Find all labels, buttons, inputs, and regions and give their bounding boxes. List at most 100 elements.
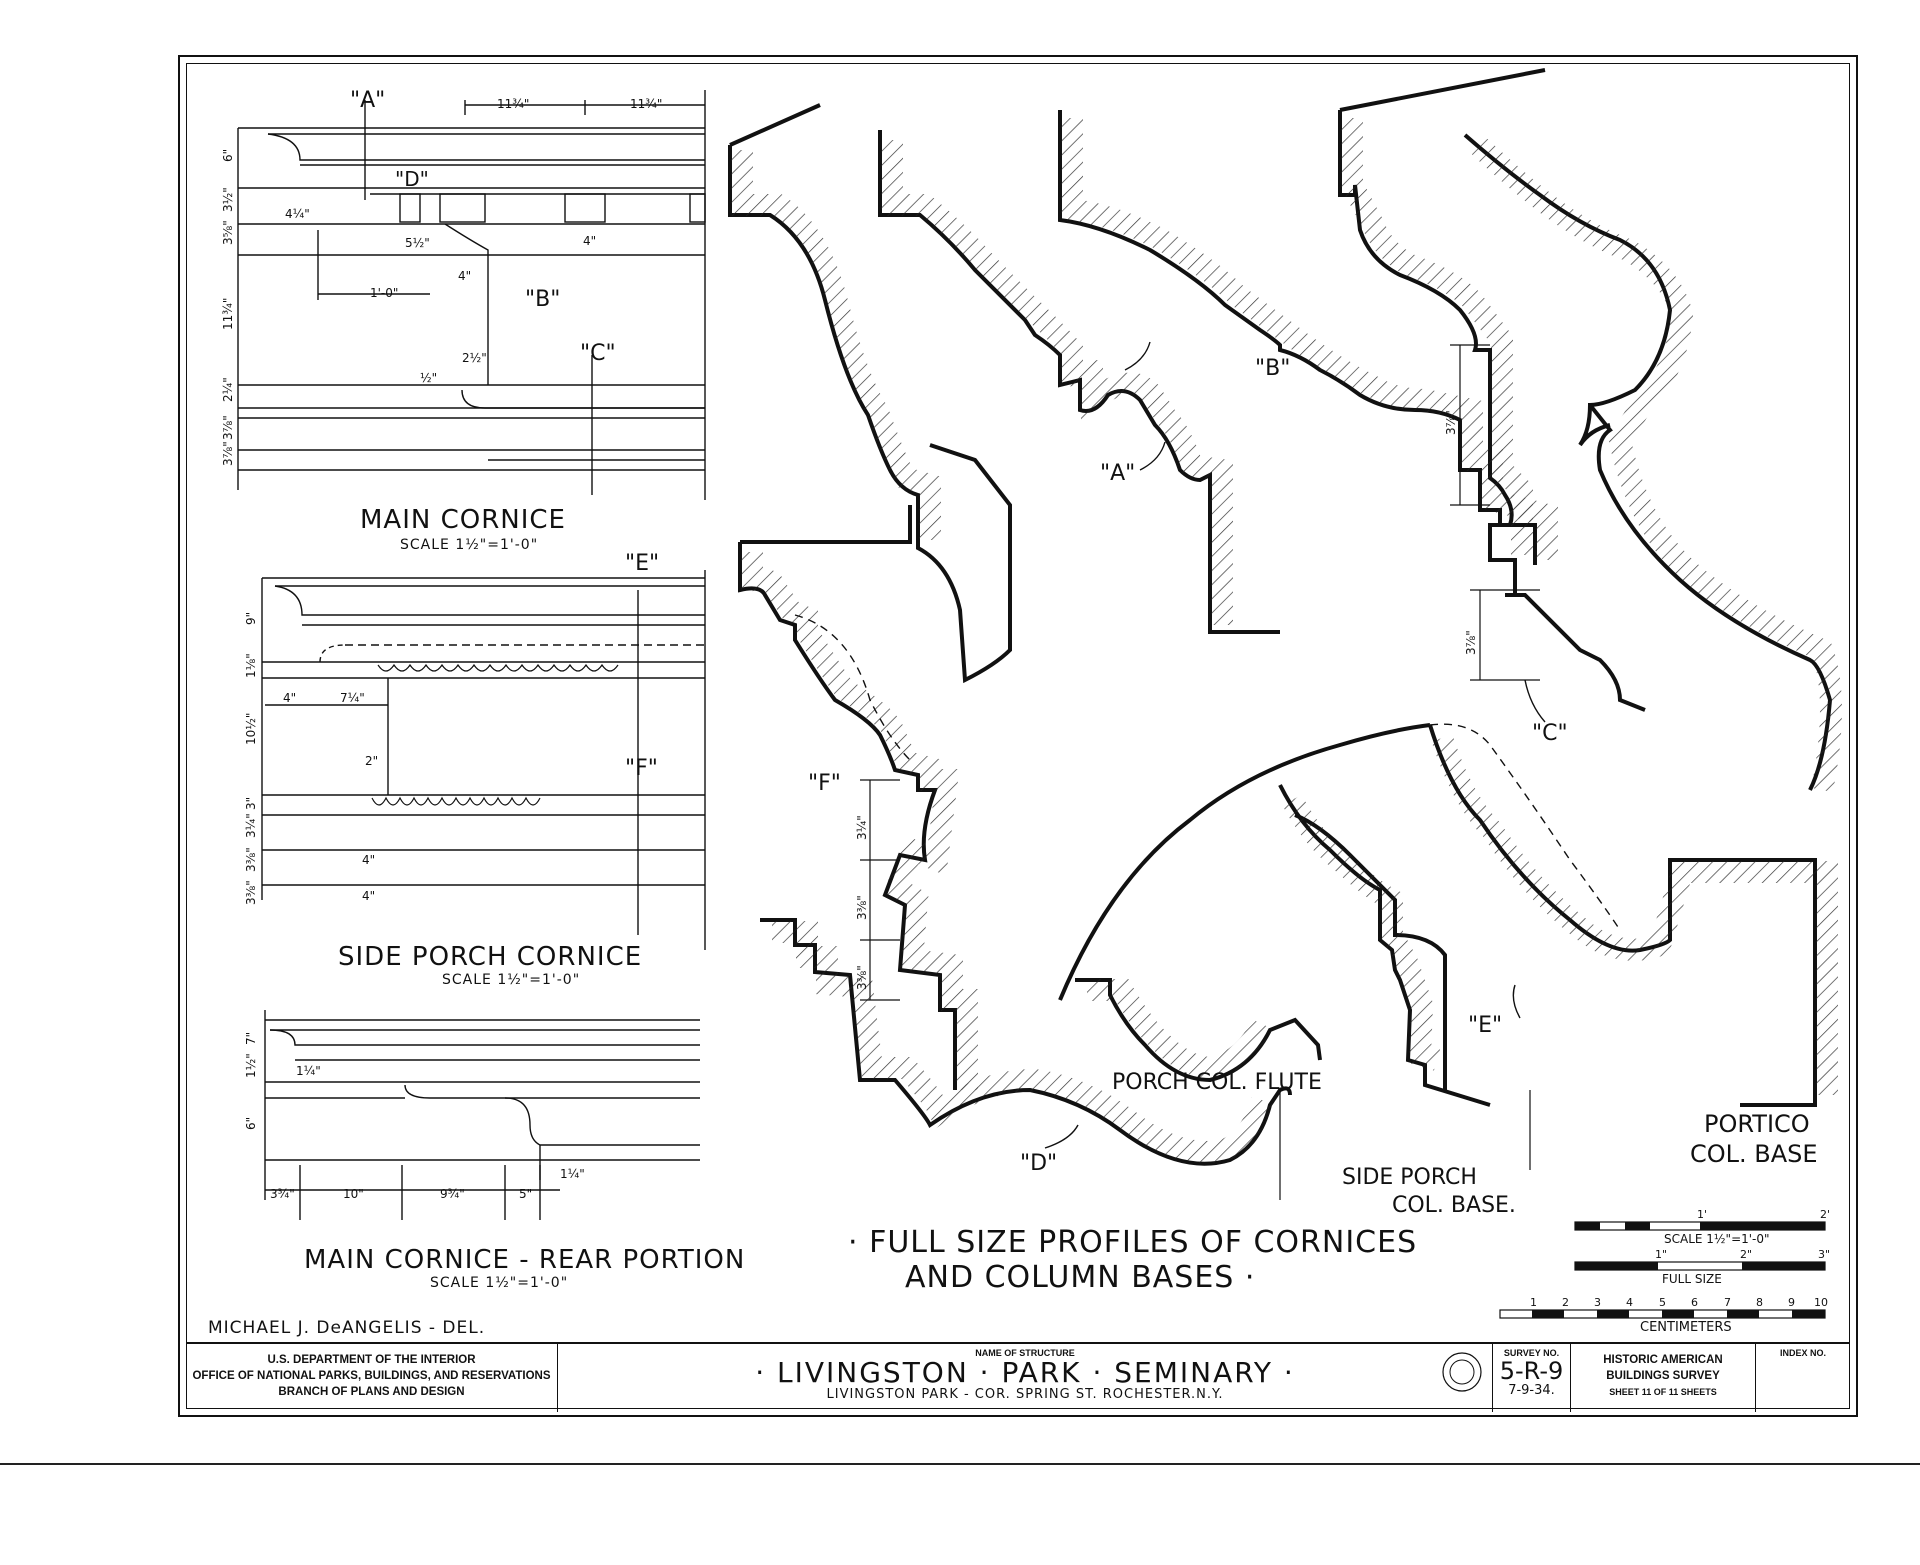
side-porch-col-base-label-1: SIDE PORCH (1342, 1165, 1477, 1190)
svg-text:11¾": 11¾" (630, 97, 662, 111)
profile-hatching (731, 118, 1842, 1163)
index-number-caption: INDEX NO. (1779, 1348, 1826, 1358)
svg-text:2½": 2½" (462, 351, 487, 365)
page-baseline (0, 1463, 1920, 1465)
svg-text:"F": "F" (808, 771, 841, 796)
main-cornice-title: MAIN CORNICE (360, 505, 566, 535)
svg-text:4": 4" (362, 889, 375, 903)
svg-text:"D": "D" (1020, 1151, 1057, 1176)
svg-text:2": 2" (1740, 1248, 1752, 1261)
svg-text:11¾": 11¾" (497, 97, 529, 111)
svg-text:8: 8 (1756, 1296, 1763, 1309)
svg-text:5": 5" (519, 1187, 532, 1201)
structure-name: · LIVINGSTON · PARK · SEMINARY · (755, 1356, 1295, 1389)
svg-text:2': 2' (1820, 1208, 1830, 1221)
svg-text:3⅞": 3⅞" (221, 441, 235, 466)
svg-text:10: 10 (1814, 1296, 1828, 1309)
svg-text:1½": 1½" (244, 1053, 258, 1078)
svg-text:3⅜": 3⅜" (855, 895, 869, 920)
svg-text:4": 4" (583, 234, 596, 248)
survey-number-cell: SURVEY NO. 5-R-9 7-9-34. (1493, 1344, 1571, 1412)
survey-number-caption: SURVEY NO. (1503, 1348, 1560, 1358)
side-porch-cornice-elevation (261, 570, 706, 950)
svg-text:1⅛": 1⅛" (244, 653, 258, 678)
svg-text:3": 3" (244, 797, 258, 810)
sheet-main-title-line2: AND COLUMN BASES · (905, 1260, 1256, 1295)
svg-text:1¼": 1¼" (560, 1167, 585, 1181)
svg-text:1: 1 (1530, 1296, 1537, 1309)
scale-bar-3 (1499, 1309, 1826, 1319)
agency-cell: U.S. DEPARTMENT OF THE INTERIOR OFFICE O… (186, 1344, 558, 1412)
habs-cell: HISTORIC AMERICAN BUILDINGS SURVEY SHEET… (1571, 1344, 1756, 1412)
porch-col-flute-label: PORCH COL. FLUTE (1112, 1070, 1322, 1095)
agency-line-1: U.S. DEPARTMENT OF THE INTERIOR (267, 1354, 476, 1366)
drawing-inner-border (186, 63, 1850, 1409)
svg-text:3⅝": 3⅝" (221, 220, 235, 245)
svg-text:4: 4 (1626, 1296, 1633, 1309)
profile-dashed-lines (794, 614, 1621, 931)
svg-text:3: 3 (1594, 1296, 1601, 1309)
side-porch-cornice-scale: SCALE 1½"=1'-0" (442, 972, 581, 988)
profile-e-outline (1428, 724, 1817, 1107)
habs-seal-icon (1442, 1352, 1482, 1392)
svg-text:"D": "D" (395, 167, 429, 191)
scale-bar-2 (1574, 1261, 1826, 1271)
svg-text:3⅜": 3⅜" (855, 965, 869, 990)
name-of-structure-caption: NAME OF STRUCTURE (975, 1348, 1075, 1358)
svg-text:5½": 5½" (405, 236, 430, 250)
scale-bar-1-label: SCALE 1½"=1'-0" (1664, 1232, 1770, 1246)
svg-text:3⅜": 3⅜" (244, 847, 258, 872)
svg-text:9: 9 (1788, 1296, 1795, 1309)
structure-name-cell: NAME OF STRUCTURE · LIVINGSTON · PARK · … (558, 1344, 1493, 1412)
svg-text:"F": "F" (625, 756, 658, 781)
svg-text:"B": "B" (1255, 356, 1290, 381)
structure-location: LIVINGSTON PARK - COR. SPRING ST. ROCHES… (826, 1387, 1224, 1402)
side-porch-cornice-title: SIDE PORCH CORNICE (338, 942, 643, 972)
main-cornice-elevation (237, 90, 706, 500)
svg-text:"E": "E" (1468, 1013, 1502, 1038)
habs-line-2: BUILDINGS SURVEY (1606, 1370, 1720, 1382)
delineator-credit: MICHAEL J. DeANGELIS - DEL. (208, 1318, 486, 1338)
agency-line-2: OFFICE OF NATIONAL PARKS, BUILDINGS, AND… (192, 1370, 551, 1382)
svg-text:3⅜": 3⅜" (244, 880, 258, 905)
leader-arrows (1044, 341, 1546, 1149)
vertical-dimensions: 6" 3½" 3⅝" 11¾" 2¼" 3⅞" 3⅞" 9" 1⅛" 10½" … (221, 149, 258, 1130)
scale-bar-1 (1574, 1221, 1826, 1231)
portico-col-base-label-2: COL. BASE (1690, 1140, 1818, 1168)
svg-text:3": 3" (1818, 1248, 1830, 1261)
index-number-cell: INDEX NO. (1756, 1344, 1850, 1412)
main-cornice-rear-scale: SCALE 1½"=1'-0" (430, 1275, 569, 1291)
svg-text:7¼": 7¼" (340, 691, 365, 705)
svg-text:9": 9" (244, 612, 258, 625)
svg-text:5: 5 (1659, 1296, 1666, 1309)
svg-text:7: 7 (1724, 1296, 1731, 1309)
svg-text:3½": 3½" (221, 187, 235, 212)
svg-text:4": 4" (362, 853, 375, 867)
svg-text:3¾": 3¾" (270, 1187, 295, 1201)
main-cornice-rear-title: MAIN CORNICE - REAR PORTION (304, 1245, 746, 1275)
svg-text:½": ½" (420, 371, 437, 385)
svg-text:"C": "C" (580, 341, 616, 366)
sheet-main-title-line1: · FULL SIZE PROFILES OF CORNICES (848, 1225, 1418, 1260)
scale-bar-3-label: CENTIMETERS (1640, 1320, 1732, 1335)
svg-text:1'-0": 1'-0" (370, 286, 398, 300)
profile-dimension-lines (860, 344, 1540, 1200)
svg-text:3¼": 3¼" (855, 815, 869, 840)
svg-text:10½": 10½" (244, 713, 258, 745)
scale-bar-ticks: 1' 2' 1" 2" 3" 1 2 3 4 5 6 7 8 9 10 (1530, 1208, 1830, 1309)
svg-text:2¼": 2¼" (221, 377, 235, 402)
svg-text:1¼": 1¼" (296, 1064, 321, 1078)
svg-text:4": 4" (458, 269, 471, 283)
svg-text:2: 2 (1562, 1296, 1569, 1309)
svg-text:"B": "B" (525, 287, 560, 312)
svg-text:3¼": 3¼" (244, 813, 258, 838)
svg-text:1": 1" (1655, 1248, 1667, 1261)
drawing-sheet-border (178, 55, 1858, 1417)
profile-dimension-labels: 3⅞" 3⅞" 3¼" 3⅜" 3⅜" (855, 410, 1478, 990)
svg-text:9¾": 9¾" (440, 1187, 465, 1201)
portico-col-base-label-1: PORTICO (1704, 1110, 1810, 1138)
svg-text:7": 7" (244, 1032, 258, 1045)
sheet-number: SHEET 11 OF 11 SHEETS (1609, 1387, 1717, 1397)
svg-text:"A": "A" (1100, 461, 1135, 486)
